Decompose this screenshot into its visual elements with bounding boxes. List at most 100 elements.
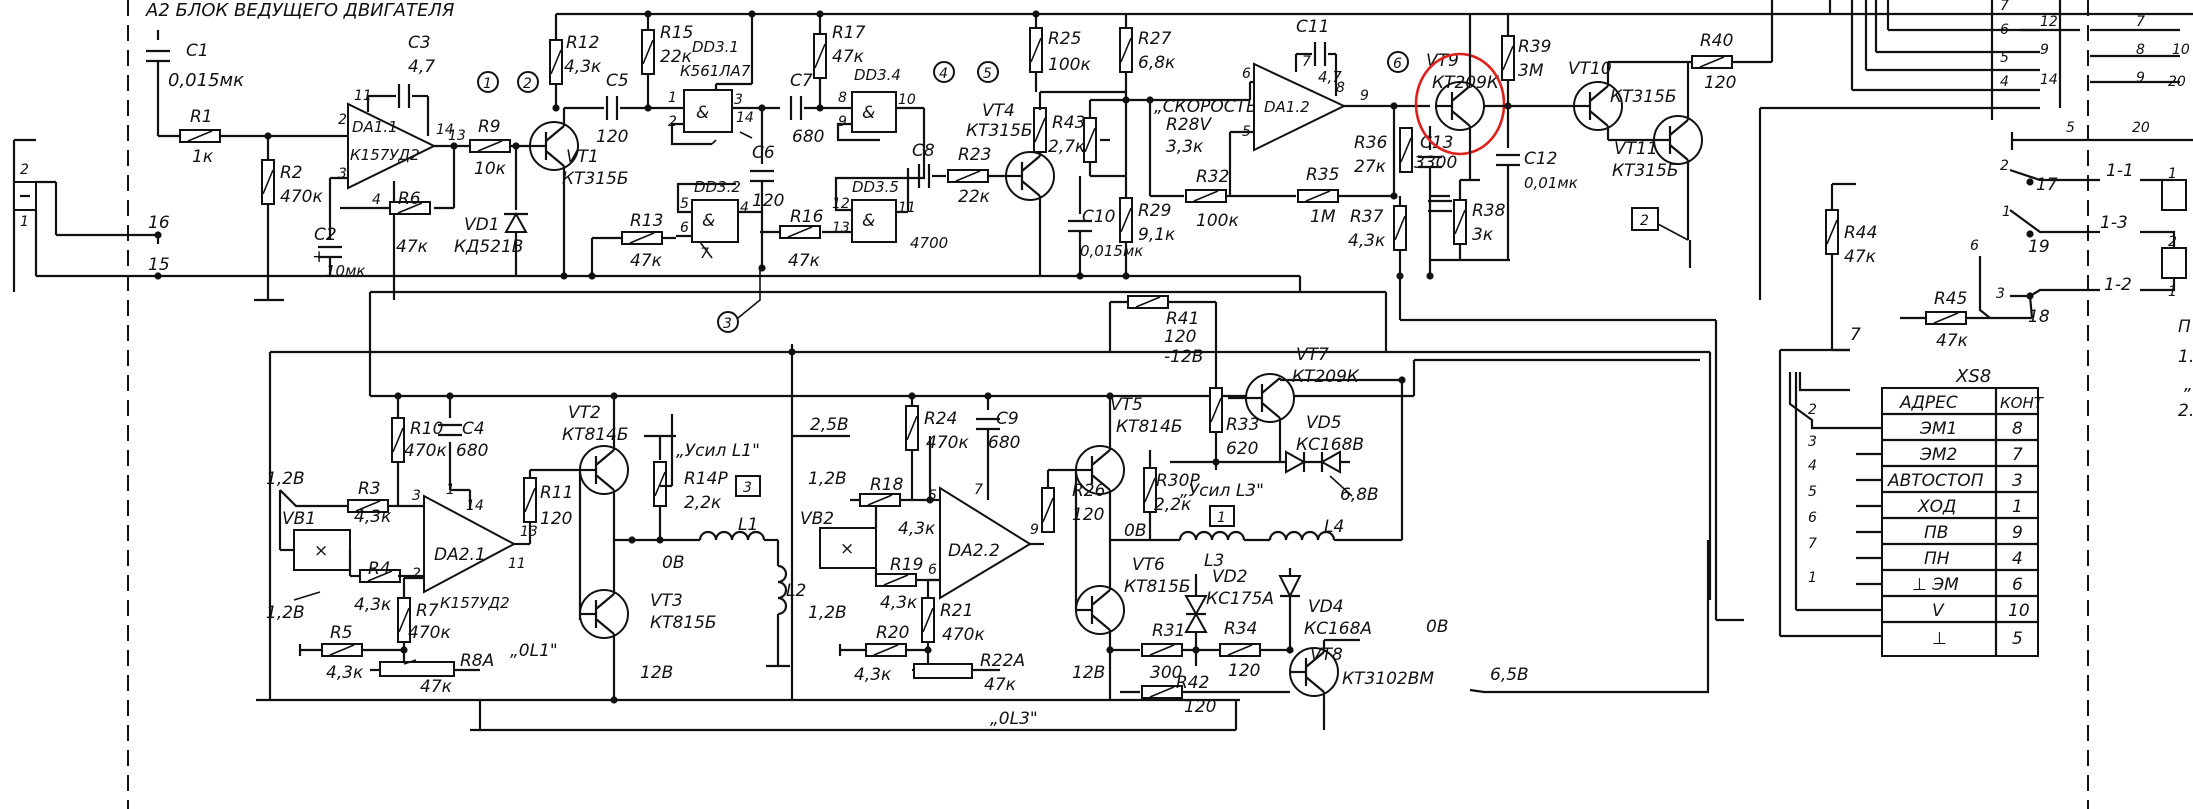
svg-text:10: 10 bbox=[2172, 42, 2190, 58]
svg-text:R15: R15 bbox=[660, 23, 693, 43]
svg-text:R7: R7 bbox=[416, 601, 439, 621]
svg-text:R42: R42 bbox=[1176, 673, 1209, 693]
svg-text:4: 4 bbox=[939, 66, 948, 82]
opamp-da2-2: DA2.2 5 6 7 9 bbox=[928, 482, 1039, 600]
svg-text:КТ315Б: КТ315Б bbox=[1610, 87, 1677, 107]
svg-text:⊥ ЭМ: ⊥ ЭМ bbox=[1912, 575, 1959, 595]
capacitor-c1 bbox=[144, 49, 172, 63]
svg-text:R35: R35 bbox=[1306, 165, 1339, 185]
svg-text:R22А: R22А bbox=[980, 651, 1025, 671]
svg-text:C8: C8 bbox=[912, 141, 935, 161]
svg-text:7: 7 bbox=[1808, 536, 1817, 552]
resistor-r19 bbox=[875, 573, 917, 587]
svg-text:470к: 470к bbox=[280, 187, 323, 207]
svg-text:470к: 470к bbox=[942, 625, 985, 645]
transistor-vt7 bbox=[1244, 372, 1296, 424]
svg-text:0В: 0В bbox=[1124, 521, 1146, 541]
resistor-r45 bbox=[1925, 311, 1967, 325]
svg-text:9: 9 bbox=[838, 114, 847, 130]
svg-text:4,3к: 4,3к bbox=[1348, 231, 1386, 251]
resistor-r36 bbox=[1399, 127, 1413, 173]
svg-text:R33: R33 bbox=[1226, 415, 1259, 435]
svg-text:VT2: VT2 bbox=[568, 403, 601, 423]
resistor-r44 bbox=[1825, 209, 1839, 255]
svg-text:6,8В: 6,8В bbox=[1340, 485, 1379, 505]
svg-text:2: 2 bbox=[412, 566, 421, 582]
svg-text:АДРЕС: АДРЕС bbox=[1899, 393, 1958, 413]
svg-text:18: 18 bbox=[2028, 307, 2050, 327]
svg-text:L1: L1 bbox=[738, 515, 758, 535]
capacitor-c11 bbox=[1313, 40, 1327, 68]
svg-text:R20: R20 bbox=[876, 623, 909, 643]
svg-text:L2: L2 bbox=[786, 581, 806, 601]
svg-text:R28V: R28V bbox=[1166, 115, 1212, 135]
diode-vd2 bbox=[1184, 595, 1208, 617]
svg-text:6: 6 bbox=[1242, 66, 1251, 82]
svg-text:120: 120 bbox=[540, 509, 572, 529]
svg-text:2: 2 bbox=[1808, 402, 1817, 418]
capacitor-c12 bbox=[1494, 153, 1522, 167]
inductor-l1 bbox=[698, 530, 766, 541]
svg-text:R38: R38 bbox=[1472, 201, 1506, 221]
svg-text:5: 5 bbox=[1808, 484, 1817, 500]
svg-text:4700: 4700 bbox=[910, 234, 948, 252]
label-usil-l3: „Усил L3" bbox=[1180, 481, 1264, 501]
svg-text:300: 300 bbox=[1150, 663, 1182, 683]
svg-text:КОНТ: КОНТ bbox=[2000, 394, 2045, 412]
svg-text:R27: R27 bbox=[1138, 29, 1172, 49]
nand-dd3-1: & DD3.1 К561ЛА7 1 2 3 14 bbox=[668, 38, 754, 133]
svg-text:3300: 3300 bbox=[1414, 153, 1457, 173]
svg-text:XS8: XS8 bbox=[1955, 366, 1991, 387]
resistor-r11 bbox=[523, 477, 537, 523]
svg-text:R36: R36 bbox=[1354, 133, 1388, 153]
svg-text:ХОД: ХОД bbox=[1917, 497, 1956, 517]
input-connector: 2 1 bbox=[12, 138, 58, 292]
svg-text:6: 6 bbox=[1393, 56, 1402, 72]
svg-text:1-2: 1-2 bbox=[2104, 275, 2132, 295]
svg-text:DA1.1: DA1.1 bbox=[352, 118, 398, 136]
svg-text:C12: C12 bbox=[1524, 149, 1558, 169]
resistor-r35 bbox=[1297, 189, 1339, 203]
highlight-circle bbox=[1414, 52, 1506, 156]
svg-text:VD1: VD1 bbox=[464, 215, 500, 235]
svg-text:VB1: VB1 bbox=[282, 509, 316, 529]
svg-text:12: 12 bbox=[2040, 14, 2058, 30]
label-usil-l1: „Усил L1" bbox=[676, 441, 760, 461]
svg-text:R24: R24 bbox=[924, 409, 957, 429]
svg-text:1: 1 bbox=[2168, 284, 2177, 300]
svg-text:R41: R41 bbox=[1166, 309, 1199, 329]
svg-text:9: 9 bbox=[2040, 42, 2049, 58]
svg-text:C6: C6 bbox=[752, 143, 775, 163]
svg-text:1: 1 bbox=[2168, 166, 2177, 182]
svg-text:4: 4 bbox=[740, 200, 749, 216]
svg-text:7: 7 bbox=[2136, 14, 2145, 30]
svg-text:27к: 27к bbox=[1354, 157, 1387, 177]
bus-label-15: 15 bbox=[148, 255, 170, 275]
svg-text:DA2.1: DA2.1 bbox=[434, 545, 486, 565]
svg-text:L3: L3 bbox=[1204, 551, 1224, 571]
resistor-r28 bbox=[1083, 117, 1097, 163]
svg-text:680: 680 bbox=[792, 127, 824, 147]
opamp-da1-1: DA1.1 К157УД2 2 3 11 4 14 bbox=[338, 88, 454, 208]
svg-text:5: 5 bbox=[928, 488, 937, 504]
svg-text:1М: 1М bbox=[1310, 207, 1336, 227]
svg-text:680: 680 bbox=[988, 433, 1020, 453]
svg-text:АВТОСТОП: АВТОСТОП bbox=[1887, 471, 1984, 491]
opamp-da1-2: DA1.2 6 5 7 8 9 bbox=[1242, 54, 1369, 152]
test-point-3 bbox=[717, 311, 739, 333]
svg-text:2: 2 bbox=[523, 76, 532, 92]
nand-dd3-2: & DD3.2 5 6 4 7 bbox=[680, 178, 749, 262]
svg-text:1,2В: 1,2В bbox=[808, 603, 847, 623]
svg-text:4,3к: 4,3к bbox=[564, 57, 602, 77]
svg-text:12В: 12В bbox=[1072, 663, 1105, 683]
svg-text:R3: R3 bbox=[358, 479, 381, 499]
capacitor-c3 bbox=[397, 82, 411, 110]
svg-text:4,3к: 4,3к bbox=[354, 507, 392, 527]
svg-text:КТ209К: КТ209К bbox=[1292, 367, 1360, 387]
resistor-r10 bbox=[391, 417, 405, 463]
transistor-vt4 bbox=[1004, 150, 1056, 202]
transistor-vt3 bbox=[578, 588, 630, 640]
svg-text:1: 1 bbox=[20, 214, 29, 230]
svg-text:КТ814Б: КТ814Б bbox=[562, 425, 629, 445]
